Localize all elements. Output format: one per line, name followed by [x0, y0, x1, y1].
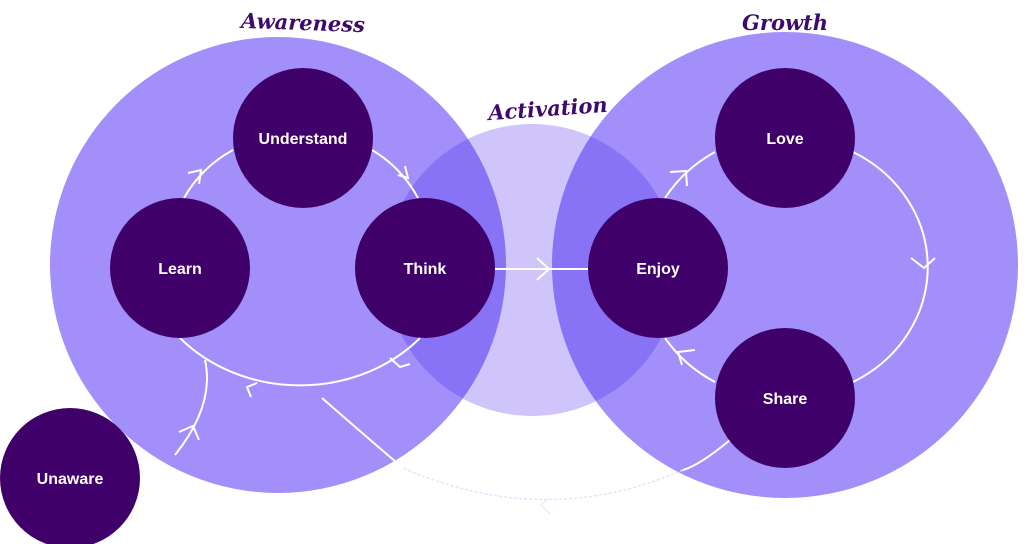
growth-circle	[552, 32, 1018, 498]
arrow-think-enjoy-icon	[536, 257, 551, 281]
flow-return-dashed	[402, 467, 684, 501]
arrow-share-enjoy-icon	[676, 349, 696, 366]
arrow-enjoy-love-icon	[669, 169, 688, 187]
arc-share-enjoy	[664, 337, 716, 383]
flow-share-out	[682, 439, 731, 471]
growth-title: Growth	[742, 10, 828, 35]
node-understand[interactable]: Understand	[233, 68, 373, 208]
arrowheads	[178, 165, 936, 515]
arc-enjoy-love	[664, 151, 716, 199]
arc-love-share	[852, 151, 929, 383]
node-enjoy-label: Enjoy	[636, 261, 680, 278]
node-love[interactable]: Love	[715, 68, 855, 208]
node-unaware[interactable]: Unaware	[0, 408, 140, 544]
arrow-understand-think-icon	[397, 165, 410, 180]
flow-branch-down	[321, 397, 404, 469]
node-love-label: Love	[766, 131, 803, 148]
activation-title: Activation	[485, 92, 608, 125]
arrow-return-icon	[540, 496, 551, 515]
arrow-love-share-icon	[910, 257, 936, 270]
node-share[interactable]: Share	[715, 328, 855, 468]
arrow-unaware-learn-icon	[178, 424, 200, 441]
arrow-think-learn-icon	[389, 357, 411, 369]
node-think[interactable]: Think	[355, 198, 495, 338]
arrow-bottom-left-icon	[245, 382, 258, 398]
node-think-label: Think	[404, 261, 447, 278]
node-share-label: Share	[763, 391, 808, 408]
growth-activation-overlap	[552, 124, 678, 416]
node-learn-label: Learn	[158, 261, 202, 278]
node-learn[interactable]: Learn	[110, 198, 250, 338]
arrow-learn-understand-icon	[187, 168, 203, 185]
awareness-title: Awareness	[239, 8, 366, 37]
awareness-circle	[50, 37, 506, 493]
node-enjoy[interactable]: Enjoy	[588, 198, 728, 338]
arc-understand-think	[371, 149, 419, 199]
flow-unaware-learn	[174, 359, 208, 456]
arc-learn-understand	[183, 149, 234, 199]
node-understand-label: Understand	[259, 131, 348, 148]
node-unaware-label: Unaware	[37, 471, 104, 488]
awareness-activation-overlap	[386, 124, 506, 416]
